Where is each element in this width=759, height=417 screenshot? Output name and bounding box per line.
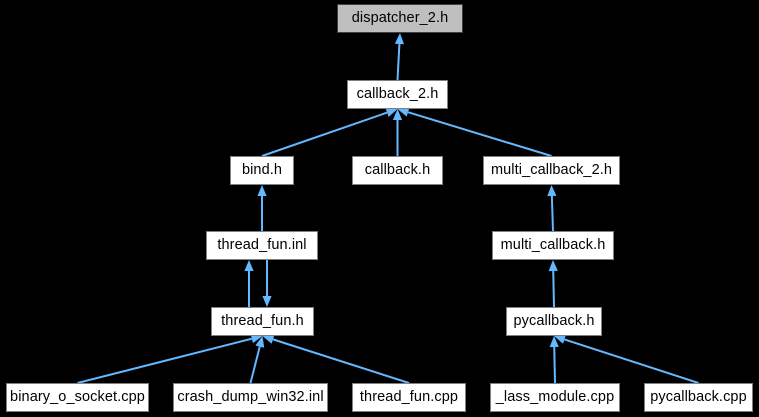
graph-edge-line (553, 346, 556, 384)
graph-edge-line (550, 195, 554, 232)
graph-node-label: thread_fun.cpp (359, 389, 459, 406)
graph-node--lass-module-cpp[interactable]: _lass_module.cpp (490, 383, 620, 412)
graph-node-thread-fun-h[interactable]: thread_fun.h (211, 307, 314, 336)
graph-node-callback-2-h[interactable]: callback_2.h (347, 80, 448, 109)
graph-node-pycallback-h[interactable]: pycallback.h (506, 307, 602, 336)
graph-node-label: binary_o_socket.cpp (10, 389, 145, 406)
graph-edge-line (552, 270, 555, 308)
graph-edge-arrowhead (392, 109, 403, 120)
graph-edge-arrowhead (262, 296, 272, 307)
graph-edge-arrowhead (262, 334, 275, 344)
graph-edge-arrowhead (394, 33, 405, 45)
graph-edge-arrowhead (244, 260, 254, 271)
graph-edge-arrowhead (549, 336, 559, 348)
graph-node-label: callback_2.h (356, 86, 439, 103)
graph-edge-line (77, 337, 253, 384)
graph-edge-arrowhead (255, 336, 265, 348)
graph-edge-arrowhead (547, 185, 557, 197)
graph-edge-line (261, 111, 388, 157)
graph-node-dispatcher-2-h[interactable]: dispatcher_2.h (337, 4, 463, 33)
graph-edge-arrowhead (548, 260, 558, 272)
graph-node-multi-callback-2-h[interactable]: multi_callback_2.h (483, 156, 620, 185)
graph-node-binary-o-socket-cpp[interactable]: binary_o_socket.cpp (6, 383, 149, 412)
graph-node-pycallback-cpp[interactable]: pycallback.cpp (644, 383, 753, 412)
graph-node-label: _lass_module.cpp (495, 389, 615, 406)
graph-node-label: dispatcher_2.h (351, 10, 449, 27)
graph-edge-line (272, 338, 410, 384)
graph-node-multi-callback-h[interactable]: multi_callback.h (492, 231, 614, 260)
graph-node-label: pycallback.h (513, 313, 595, 330)
graph-edge-line (396, 43, 401, 81)
graph-edge-arrowhead (397, 107, 410, 117)
graph-node-label: bind.h (241, 162, 283, 179)
graph-node-label: thread_fun.h (221, 313, 304, 330)
graph-edge-line (407, 111, 552, 157)
graph-node-label: callback.h (364, 162, 431, 179)
graph-node-label: multi_callback_2.h (490, 162, 613, 179)
graph-edge-line (249, 346, 261, 384)
graph-node-thread-fun-inl[interactable]: thread_fun.inl (206, 231, 318, 260)
graph-node-label: pycallback.cpp (650, 389, 747, 406)
graph-node-label: multi_callback.h (500, 237, 606, 254)
graph-edge-line (564, 338, 699, 384)
graph-node-bind-h[interactable]: bind.h (230, 156, 294, 185)
graph-node-crash-dump-win32-inl[interactable]: crash_dump_win32.inl (173, 383, 328, 412)
graph-edge-arrowhead (257, 185, 267, 196)
graph-node-label: thread_fun.inl (217, 237, 307, 254)
graph-edge-arrowhead (385, 108, 398, 117)
graph-node-callback-h[interactable]: callback.h (352, 156, 443, 185)
graph-edge-arrowhead (554, 335, 566, 344)
graph-node-label: crash_dump_win32.inl (177, 389, 324, 406)
graph-node-thread-fun-cpp[interactable]: thread_fun.cpp (352, 383, 466, 412)
